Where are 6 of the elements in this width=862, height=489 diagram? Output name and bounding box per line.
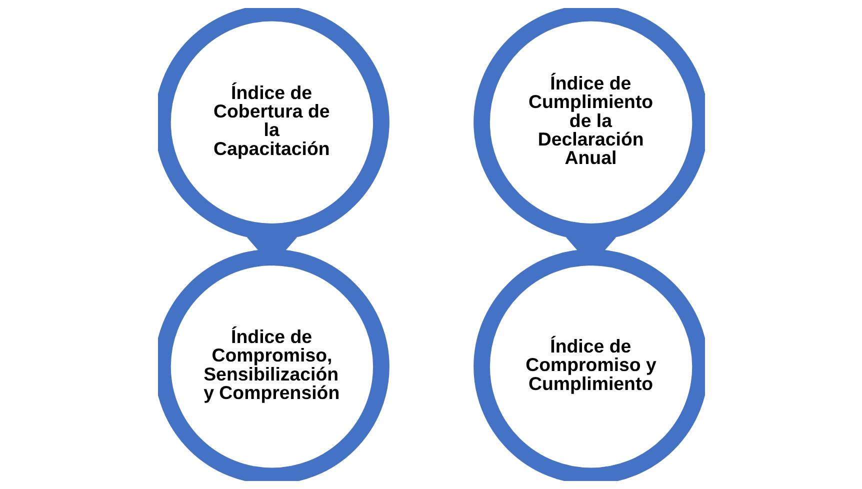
node-circle: Índice de Compromiso, Sensibilización y Comprensión <box>158 249 389 481</box>
arrow <box>246 237 297 266</box>
node-circle: Índice de Cumplimiento de la Declaración Anual <box>473 8 704 240</box>
arrow <box>565 237 616 266</box>
node-circle: Índice de Cobertura de la Capacitación <box>158 8 389 240</box>
node-circle: Índice de Compromiso y Cumplimiento <box>473 249 704 481</box>
